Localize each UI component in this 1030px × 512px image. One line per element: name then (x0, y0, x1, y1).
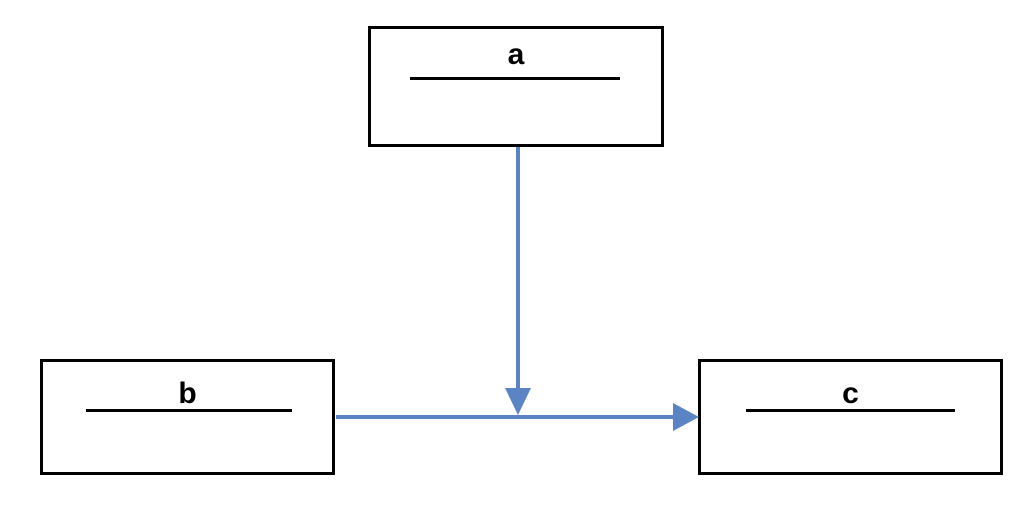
node-box-a[interactable]: a (368, 26, 664, 147)
arrow-shaft-a-to-junction (516, 147, 520, 390)
arrowhead-right-icon (673, 403, 699, 431)
node-label-b: b (178, 377, 197, 410)
arrowhead-down-icon (505, 388, 531, 415)
arrow-shaft-b-to-c (336, 415, 685, 419)
node-rule-c (746, 409, 955, 412)
node-label-a: a (507, 38, 525, 71)
node-label-c: c (842, 377, 859, 410)
node-rule-a (410, 77, 620, 80)
node-rule-b (86, 409, 292, 412)
node-box-c[interactable]: c (698, 359, 1003, 475)
node-box-b[interactable]: b (40, 359, 335, 475)
